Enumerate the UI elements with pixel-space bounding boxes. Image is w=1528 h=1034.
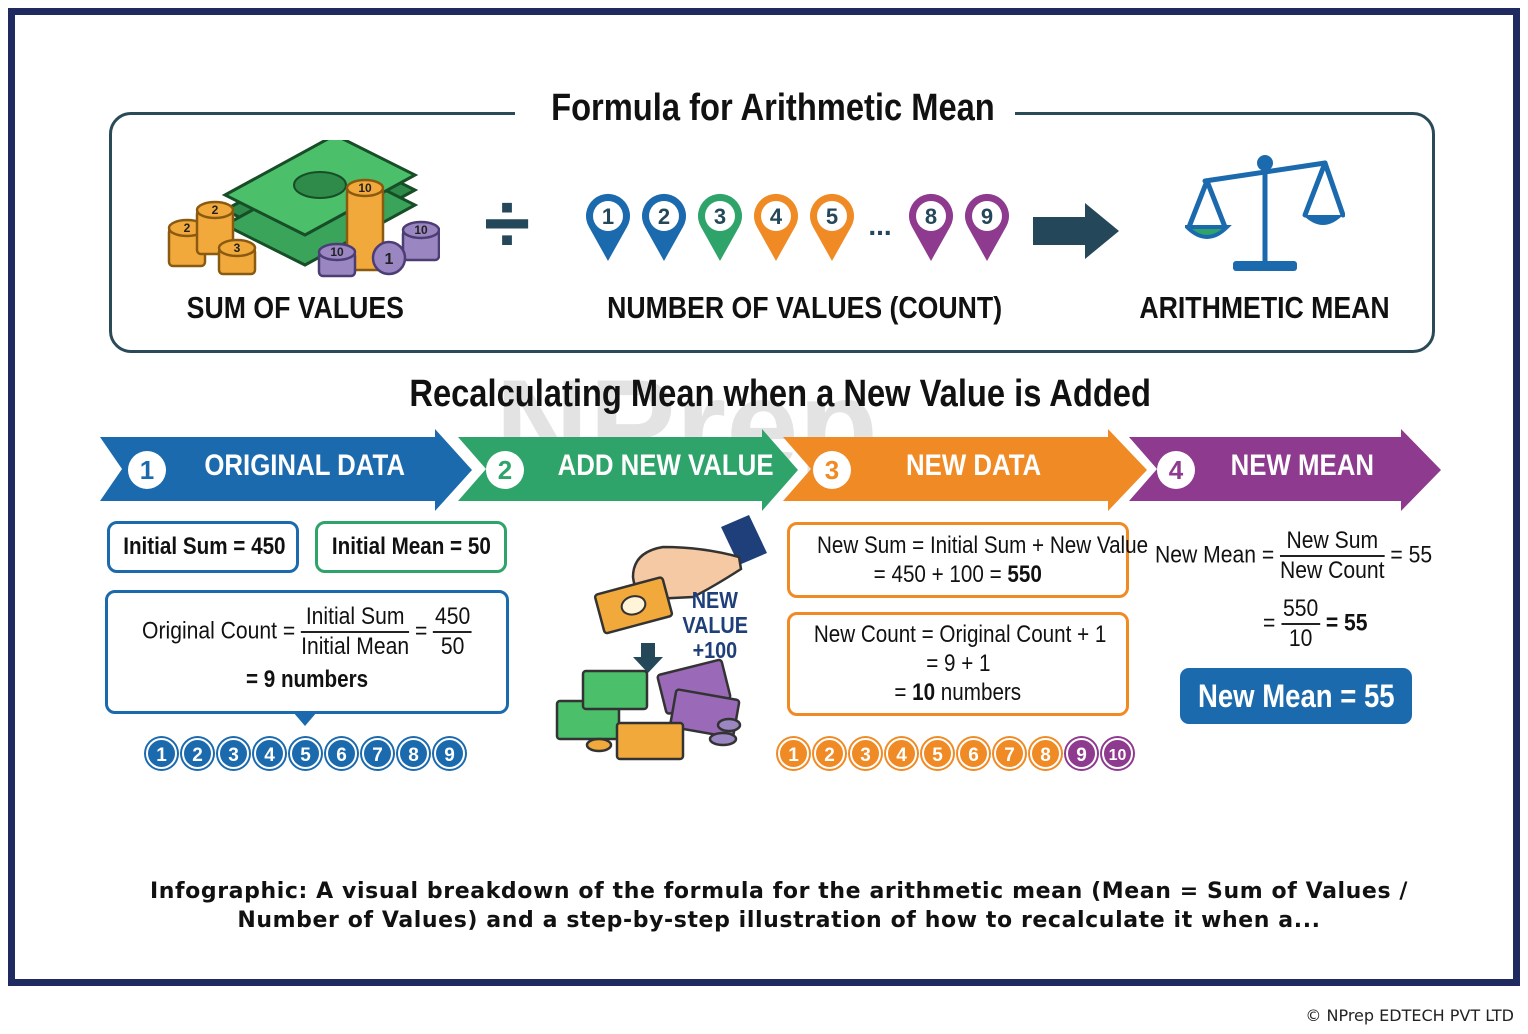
- count-dot: 8: [1030, 738, 1061, 769]
- location-pin-icon: 5: [810, 193, 854, 261]
- sum-of-values-label: SUM OF VALUES: [186, 290, 404, 325]
- recalc-title: Recalculating Mean when a New Value is A…: [409, 373, 1151, 415]
- count-dot: 2: [814, 738, 845, 769]
- balance-scale-icon: [1185, 155, 1345, 271]
- count-dot: 1: [146, 738, 177, 769]
- count-dot: 1: [778, 738, 809, 769]
- coin-label: 1: [385, 251, 394, 268]
- pin-label: 3: [714, 204, 726, 229]
- location-pin-icon: 4: [754, 193, 798, 261]
- arrow-right-icon: [1033, 203, 1119, 259]
- new-mean-badge: New Mean = 55: [1180, 668, 1412, 724]
- step-banner-2: 2 ADD NEW VALUE: [458, 429, 798, 511]
- count-dot: 4: [254, 738, 285, 769]
- pin-label: 5: [826, 204, 838, 229]
- hand-adding-money-icon: [555, 515, 767, 761]
- coin-label: 2: [212, 203, 219, 217]
- count-dot: 4: [886, 738, 917, 769]
- new-sum-box: New Sum = Initial Sum + New Value = 450 …: [787, 522, 1148, 598]
- count-dot: 8: [398, 738, 429, 769]
- count-dot: 3: [218, 738, 249, 769]
- location-pin-icon: 2: [642, 193, 686, 261]
- coin-label: 3: [234, 241, 241, 255]
- coin-label: 10: [414, 223, 428, 237]
- new-count-box: New Count = Original Count + 1 = 9 + 1 =…: [787, 612, 1129, 716]
- coin-label: 10: [358, 181, 372, 195]
- count-label: NUMBER OF VALUES (COUNT): [607, 290, 1003, 325]
- pointer-icon: [293, 712, 317, 726]
- count-dot: 6: [958, 738, 989, 769]
- location-pin-icon: 1: [586, 193, 630, 261]
- coin-label: 2: [184, 221, 191, 235]
- step-banner-3: 3 NEW DATA: [783, 429, 1147, 511]
- initial-sum-box: Initial Sum = 450: [107, 521, 299, 573]
- pin-label: 9: [981, 204, 993, 229]
- count-pins: 1 2 3 4 5 8 9...: [586, 193, 1009, 261]
- divide-icon: ÷: [483, 176, 531, 270]
- step-banner-4: 4 NEW MEAN: [1129, 429, 1441, 511]
- pin-label: 2: [658, 204, 670, 229]
- count-dot: 5: [922, 738, 953, 769]
- location-pin-icon: 3: [698, 193, 742, 261]
- count-dot: 3: [850, 738, 881, 769]
- pin-label: 1: [602, 204, 614, 229]
- count-dot: 7: [994, 738, 1025, 769]
- step-banner-1: 1 ORIGINAL DATA: [100, 429, 472, 511]
- arithmetic-mean-label: ARITHMETIC MEAN: [1139, 290, 1391, 325]
- location-pin-icon: 9: [965, 193, 1009, 261]
- money-stack-icon: 2 2 3 10 10 10 1: [167, 140, 440, 278]
- count-dot: 6: [326, 738, 357, 769]
- pin-label: 4: [770, 204, 783, 229]
- caption: Infographic: A visual breakdown of the f…: [149, 879, 1409, 933]
- formula-title: Formula for Arithmetic Mean: [515, 87, 1015, 141]
- count-dot: 5: [290, 738, 321, 769]
- infographic-frame: Formula for Arithmetic Mean 2 2 3 10: [8, 8, 1520, 986]
- new-value-label: NEW VALUE +100: [682, 587, 748, 663]
- count-dot: 2: [182, 738, 213, 769]
- initial-mean-box: Initial Mean = 50: [315, 521, 507, 573]
- count-dot: 7: [362, 738, 393, 769]
- count-dot: 10: [1102, 738, 1133, 769]
- coin-label: 10: [330, 245, 344, 259]
- count-dot: 9: [434, 738, 465, 769]
- location-pin-icon: 8: [909, 193, 953, 261]
- pin-label: 8: [925, 204, 937, 229]
- ellipsis: ...: [868, 210, 891, 241]
- copyright: © NPrep EDTECH PVT LTD: [1305, 1006, 1514, 1025]
- count-dot: 9: [1066, 738, 1097, 769]
